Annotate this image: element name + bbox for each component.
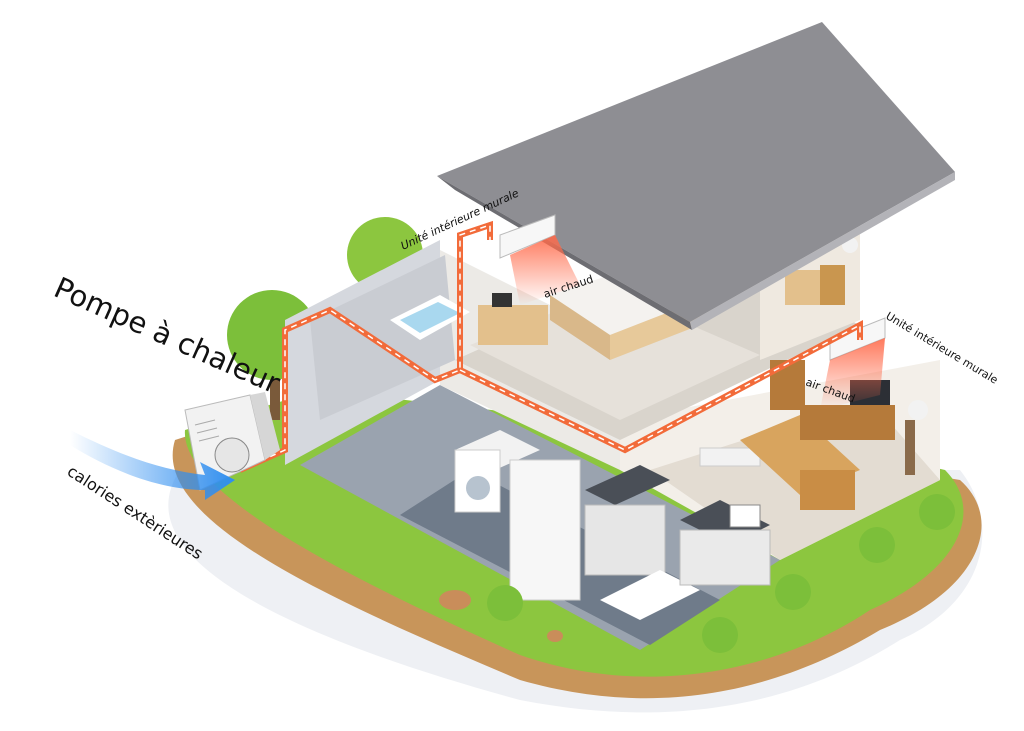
roof-edge bbox=[437, 176, 692, 330]
roof-right-edge bbox=[690, 172, 955, 330]
kitchen-furniture bbox=[454, 430, 771, 620]
bathroom bbox=[310, 255, 455, 420]
roof bbox=[437, 22, 955, 322]
bushes bbox=[487, 494, 955, 653]
indoor-unit-bedroom bbox=[499, 214, 580, 305]
refrigerant-pipe-2-dash bbox=[459, 323, 861, 451]
outside-air-arrow bbox=[70, 430, 235, 500]
fan-icon bbox=[214, 437, 250, 473]
upper-right-furniture bbox=[785, 237, 858, 305]
refrigerant-pipe-dash bbox=[239, 223, 491, 471]
living-room-furniture bbox=[740, 360, 928, 510]
rocks bbox=[439, 590, 563, 642]
bathtub-water bbox=[400, 302, 460, 333]
